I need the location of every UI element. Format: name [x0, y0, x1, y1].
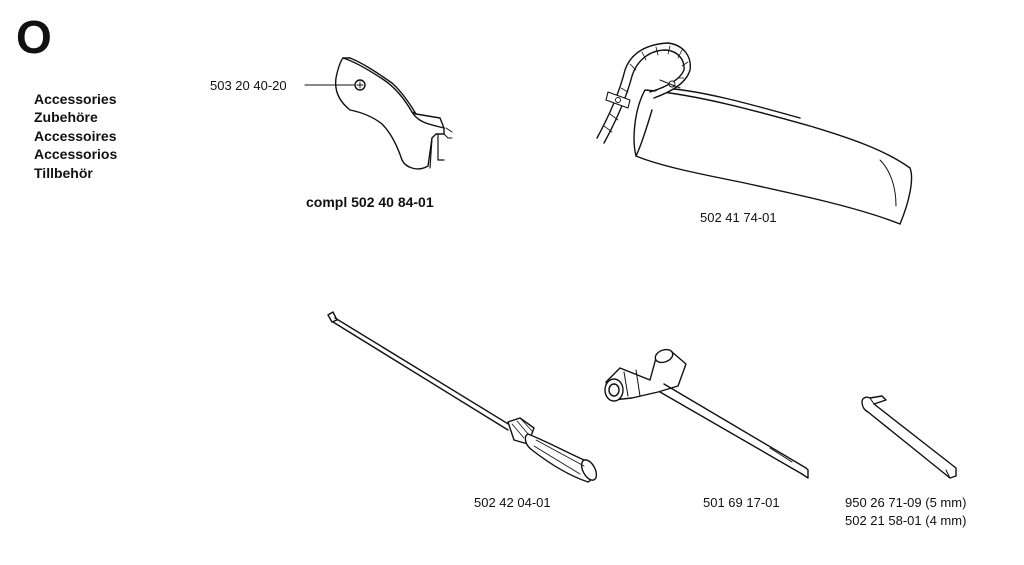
title-english: Accessories: [34, 91, 117, 107]
title-french: Accessoires: [34, 127, 117, 144]
combination-wrench-drawing: [605, 347, 808, 478]
part-number-hex-key-5mm: 950 26 71-09 (5 mm): [845, 495, 967, 510]
title-swedish: Tillbehör: [34, 164, 93, 181]
section-letter: O: [16, 11, 52, 63]
part-number-combination-wrench: 501 69 17-01: [703, 495, 780, 510]
part-number-guard-screw: 503 20 40-20: [210, 78, 287, 93]
accessories-titles: Accessories Zubehöre Accessoires Accesso…: [34, 90, 117, 182]
scabbard-drawing: [597, 43, 912, 224]
title-spanish: Accessorios: [34, 146, 118, 163]
part-number-hex-key-4mm: 502 21 58-01 (4 mm): [845, 513, 967, 528]
hex-key-drawing: [862, 396, 956, 478]
blade-guard-drawing: [305, 58, 452, 169]
part-number-blade-guard-complete: compl 502 40 84-01: [306, 194, 434, 210]
part-number-scabbard: 502 41 74-01: [700, 210, 777, 225]
part-number-screwdriver: 502 42 04-01: [474, 495, 551, 510]
title-german: Zubehöre: [34, 109, 98, 126]
screwdriver-drawing: [328, 312, 599, 483]
